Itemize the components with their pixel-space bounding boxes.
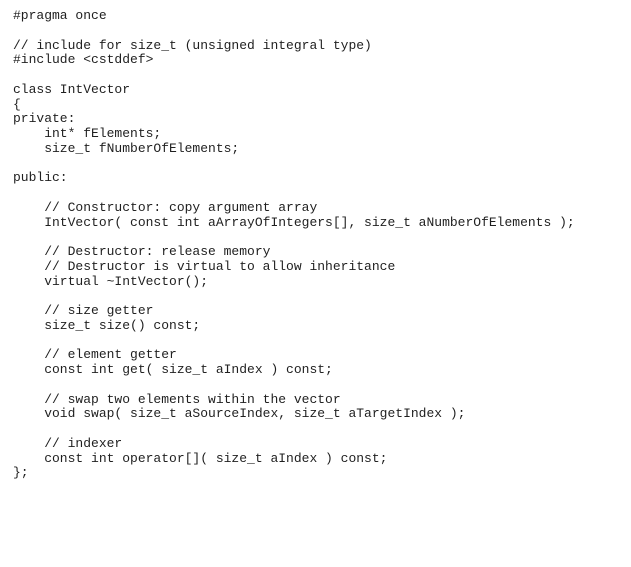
code-line-22: size_t size() const;	[13, 317, 201, 333]
code-line-10: size_t fNumberOfElements;	[13, 140, 240, 156]
code-line-12: public:	[13, 170, 68, 186]
code-line-28: void swap( size_t aSourceIndex, size_t a…	[13, 406, 466, 422]
code-listing: #pragma once // include for size_t (unsig…	[13, 8, 623, 549]
code-line-27: // swap two elements within the vector	[13, 391, 341, 407]
code-line-30: // indexer	[13, 435, 123, 451]
code-line-13	[13, 186, 623, 201]
code-line-16	[13, 230, 623, 245]
code-line-14: // Constructor: copy argument array	[13, 199, 318, 215]
code-line-6: class IntVector	[13, 81, 131, 97]
code-line-7: {	[13, 96, 21, 112]
code-line-15: IntVector( const int aArrayOfIntegers[],…	[13, 214, 575, 230]
code-line-4: #include <cstddef>	[13, 52, 154, 68]
code-line-11	[13, 157, 623, 172]
code-line-26	[13, 378, 623, 393]
code-line-29	[13, 422, 623, 437]
code-line-24: // element getter	[13, 347, 177, 363]
code-line-1: #pragma once	[13, 8, 107, 23]
code-line-18: // Destructor is virtual to allow inheri…	[13, 258, 396, 274]
code-line-31: const int operator[]( size_t aIndex ) co…	[13, 450, 388, 466]
code-line-17: // Destructor: release memory	[13, 244, 271, 259]
code-line-23	[13, 334, 623, 349]
code-line-20	[13, 289, 623, 304]
code-line-2	[13, 24, 623, 39]
code-line-19: virtual ~IntVector();	[13, 273, 209, 289]
code-line-32: };	[13, 465, 29, 481]
code-line-21: // size getter	[13, 303, 154, 318]
code-line-5	[13, 68, 623, 83]
code-line-3: // include for size_t (unsigned integral…	[13, 37, 372, 53]
code-line-25: const int get( size_t aIndex ) const;	[13, 362, 333, 377]
code-line-8: private:	[13, 111, 76, 127]
code-line-9: int* fElements;	[13, 126, 162, 141]
